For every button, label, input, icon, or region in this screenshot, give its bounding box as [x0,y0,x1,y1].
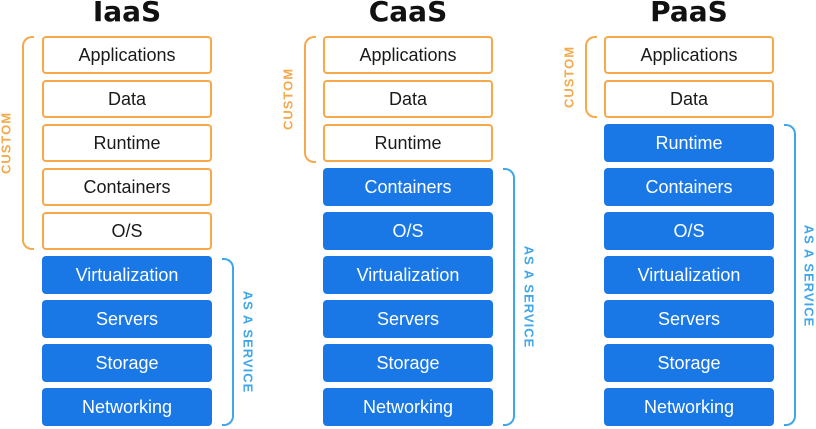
layer-virtualization: Virtualization [42,256,212,294]
column-title: IaaS [92,0,162,28]
layer-containers: Containers [42,168,212,206]
layer-networking: Networking [42,388,212,426]
service-label: AS A SERVICE [240,290,256,394]
column-title: PaaS [650,0,728,28]
layer-storage: Storage [323,344,493,382]
layer-applications: Applications [604,36,774,74]
layer-containers: Containers [323,168,493,206]
layer-runtime: Runtime [42,124,212,162]
layer-data: Data [604,80,774,118]
column-title: CaaS [368,0,448,28]
custom-bracket [22,36,34,250]
service-label: AS A SERVICE [521,245,537,349]
layer-data: Data [323,80,493,118]
layer-networking: Networking [604,388,774,426]
service-label: AS A SERVICE [801,224,816,328]
layer-applications: Applications [42,36,212,74]
layer-servers: Servers [604,300,774,338]
custom-label: CUSTOM [280,67,296,131]
custom-bracket [304,36,316,163]
layer-servers: Servers [42,300,212,338]
layer-containers: Containers [604,168,774,206]
layer-applications: Applications [323,36,493,74]
layer-os: O/S [42,212,212,250]
layer-storage: Storage [604,344,774,382]
layer-storage: Storage [42,344,212,382]
custom-bracket [585,36,597,118]
service-bracket [784,124,796,426]
layer-virtualization: Virtualization [604,256,774,294]
layer-runtime: Runtime [323,124,493,162]
layer-os: O/S [323,212,493,250]
custom-label: CUSTOM [0,111,14,175]
layer-runtime: Runtime [604,124,774,162]
layer-networking: Networking [323,388,493,426]
service-bracket [222,258,234,426]
layer-os: O/S [604,212,774,250]
layer-servers: Servers [323,300,493,338]
service-bracket [503,168,515,426]
layer-virtualization: Virtualization [323,256,493,294]
layer-data: Data [42,80,212,118]
custom-label: CUSTOM [561,45,577,109]
